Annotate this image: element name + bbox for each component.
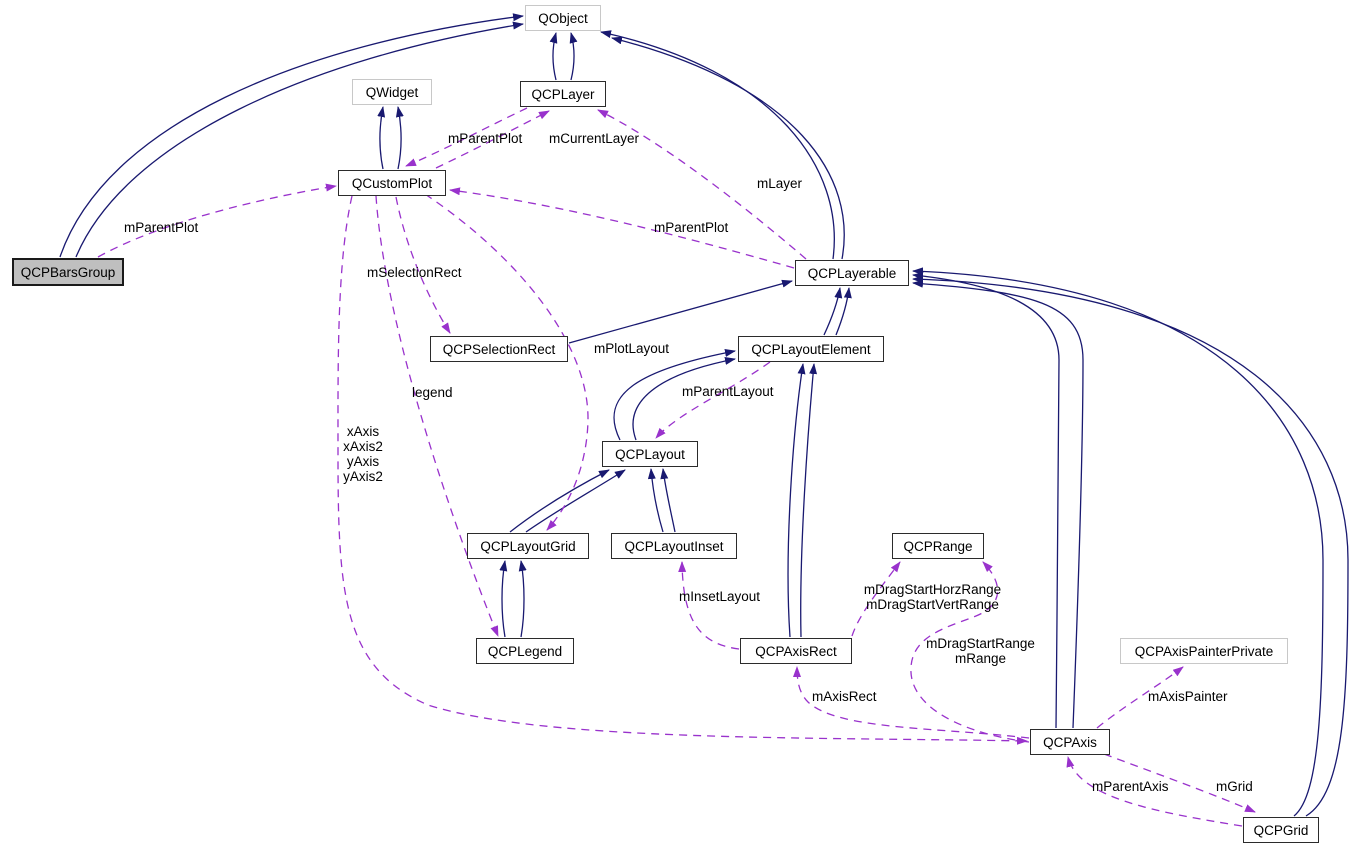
edge-label-mselectionrect: mSelectionRect: [367, 265, 462, 280]
edge-label-layerable-mparentplot: mParentPlot: [654, 220, 729, 235]
inherit-qcpselectionrect-qcplayerable: [568, 279, 793, 344]
node-qcplayer[interactable]: QCPLayer: [520, 81, 606, 107]
usage-qcpgrid-mparentaxis: [1066, 756, 1243, 827]
edge-label-mplotlayout: mPlotLayout: [594, 341, 670, 356]
node-qcpbarsgroup[interactable]: QCPBarsGroup: [12, 258, 124, 286]
usage-qcustomplot-mcurrentlayer: [435, 110, 550, 169]
usage-qcplayoutelement-mparentlayout: [655, 361, 771, 439]
node-qcplayoutgrid[interactable]: QCPLayoutGrid: [467, 533, 589, 559]
inherit-qcplayer-qobject-a: [549, 32, 558, 81]
node-qcplegend[interactable]: QCPLegend: [476, 638, 574, 664]
edge-label-mparentlayout: mParentLayout: [682, 384, 774, 399]
node-qcplayoutelement[interactable]: QCPLayoutElement: [738, 336, 884, 362]
node-qcplayout[interactable]: QCPLayout: [602, 441, 698, 467]
edge-label-mlayer: mLayer: [757, 176, 803, 191]
inherit-qcplayoutelement-qcplayerable-b: [835, 287, 852, 336]
inherit-qcustomplot-qwidget-b: [395, 106, 404, 170]
node-qobject[interactable]: QObject: [525, 5, 601, 31]
edge-label-layer-mparentplot: mParentPlot: [448, 131, 523, 146]
node-qcpselectionrect[interactable]: QCPSelectionRect: [430, 336, 568, 362]
node-qcpgrid[interactable]: QCPGrid: [1243, 817, 1319, 843]
node-qcpaxispainterprivate[interactable]: QCPAxisPainterPrivate: [1120, 638, 1288, 664]
inherit-qcpaxisrect-qcplayoutelement-b: [800, 363, 818, 638]
usage-qcpaxis-maxisrect: [793, 666, 1030, 739]
usage-qcustomplot-axes: [337, 195, 1028, 745]
node-qcplayoutinset[interactable]: QCPLayoutInset: [611, 533, 737, 559]
usage-qcpaxis-mrange: [910, 561, 1030, 743]
usage-qcpaxisrect-minsetlayout: [678, 561, 740, 650]
inherit-qcpaxisrect-qcplayoutelement-a: [787, 363, 806, 638]
inherit-qcplayoutelement-qcplayerable-a: [823, 287, 843, 336]
edge-label-mdragstartrange: mDragStartRange mRange: [926, 636, 1035, 666]
edge-label-minsetlayout: mInsetLayout: [679, 589, 761, 604]
inherit-qcplayoutinset-qcplayout-b: [660, 468, 676, 533]
inherit-qcplegend-qcplayoutgrid-b: [518, 560, 527, 638]
usage-qcustomplot-mselectionrect: [395, 196, 451, 334]
inherit-qcplayoutgrid-qcplayout-b: [525, 469, 626, 533]
inherit-qcplayoutinset-qcplayout-a: [647, 468, 664, 533]
edge-label-mdragstart-hv: mDragStartHorzRange mDragStartVertRange: [863, 582, 1002, 612]
inherit-qcplayout-qcplayoutelement-b: [632, 356, 736, 441]
usage-qcplayer-mparentplot: [405, 107, 528, 167]
edge-label-barsgroup-mparentplot: mParentPlot: [124, 220, 199, 235]
inherit-qcpgrid-qcplayerable-b: [912, 275, 1349, 817]
inherit-qcpbarsgroup-qobject-a: [59, 13, 524, 258]
usage-qcpaxisrect-mdragstart: [851, 561, 901, 637]
edge-label-maxisrect: mAxisRect: [812, 689, 877, 704]
inherit-qcpbarsgroup-qobject-b: [75, 21, 524, 258]
inherit-qcplayerable-qobject-a: [600, 30, 835, 260]
inherit-qcplegend-qcplayoutgrid-a: [499, 560, 508, 638]
inherit-qcpaxis-qcplayerable-b: [912, 279, 1084, 729]
node-qcplayerable[interactable]: QCPLayerable: [795, 260, 909, 286]
inherit-qcplayout-qcplayoutelement-a: [613, 348, 736, 441]
edge-label-axes: xAxis xAxis2 yAxis yAxis2: [343, 424, 383, 484]
edge-label-legend: legend: [412, 385, 453, 400]
edge-label-mgrid: mGrid: [1216, 779, 1253, 794]
inherit-qcplayoutgrid-qcplayout-a: [509, 469, 610, 533]
edge-label-maxispainter: mAxisPainter: [1148, 689, 1228, 704]
usage-qcustomplot-legend: [375, 195, 499, 637]
edge-label-mparentaxis: mParentAxis: [1092, 779, 1169, 794]
node-qcpaxis[interactable]: QCPAxis: [1030, 729, 1110, 755]
inherit-qcplayerable-qobject-b: [611, 36, 845, 260]
inherit-qcpgrid-qcplayerable-a: [912, 267, 1324, 817]
usage-qcpbarsgroup-mparentplot: [97, 183, 337, 258]
node-qcpaxisrect[interactable]: QCPAxisRect: [740, 638, 852, 664]
usage-qcplayerable-mparentplot: [449, 187, 795, 269]
inherit-qcustomplot-qwidget-a: [377, 106, 386, 170]
usage-qcplayerable-mlayer: [597, 109, 807, 260]
node-qcustomplot[interactable]: QCustomPlot: [338, 170, 446, 196]
usage-qcpaxis-mgrid: [1103, 753, 1256, 813]
usage-qcustomplot-mplotlayout: [424, 193, 589, 531]
edge-label-mcurrentlayer: mCurrentLayer: [549, 131, 640, 146]
inherit-qcplayer-qobject-b: [569, 32, 578, 81]
node-qcprange[interactable]: QCPRange: [892, 533, 984, 559]
node-qwidget[interactable]: QWidget: [352, 79, 432, 105]
